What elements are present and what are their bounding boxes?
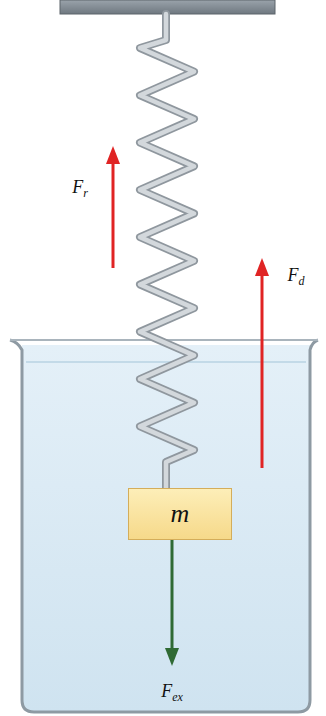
- mass-block: m: [128, 488, 232, 540]
- external-force-label: Fex: [161, 682, 183, 703]
- water: [22, 345, 310, 712]
- damping-force-label: Fd: [288, 266, 305, 287]
- external-force-arrow: [165, 540, 179, 666]
- water-surface: [26, 361, 306, 363]
- restoring-force-label: Fr: [72, 178, 88, 199]
- beaker: [10, 340, 318, 712]
- restoring-force-arrow: [106, 146, 120, 268]
- mass-label: m: [171, 499, 190, 529]
- damping-force-arrow: [255, 258, 269, 468]
- spring: [140, 14, 194, 490]
